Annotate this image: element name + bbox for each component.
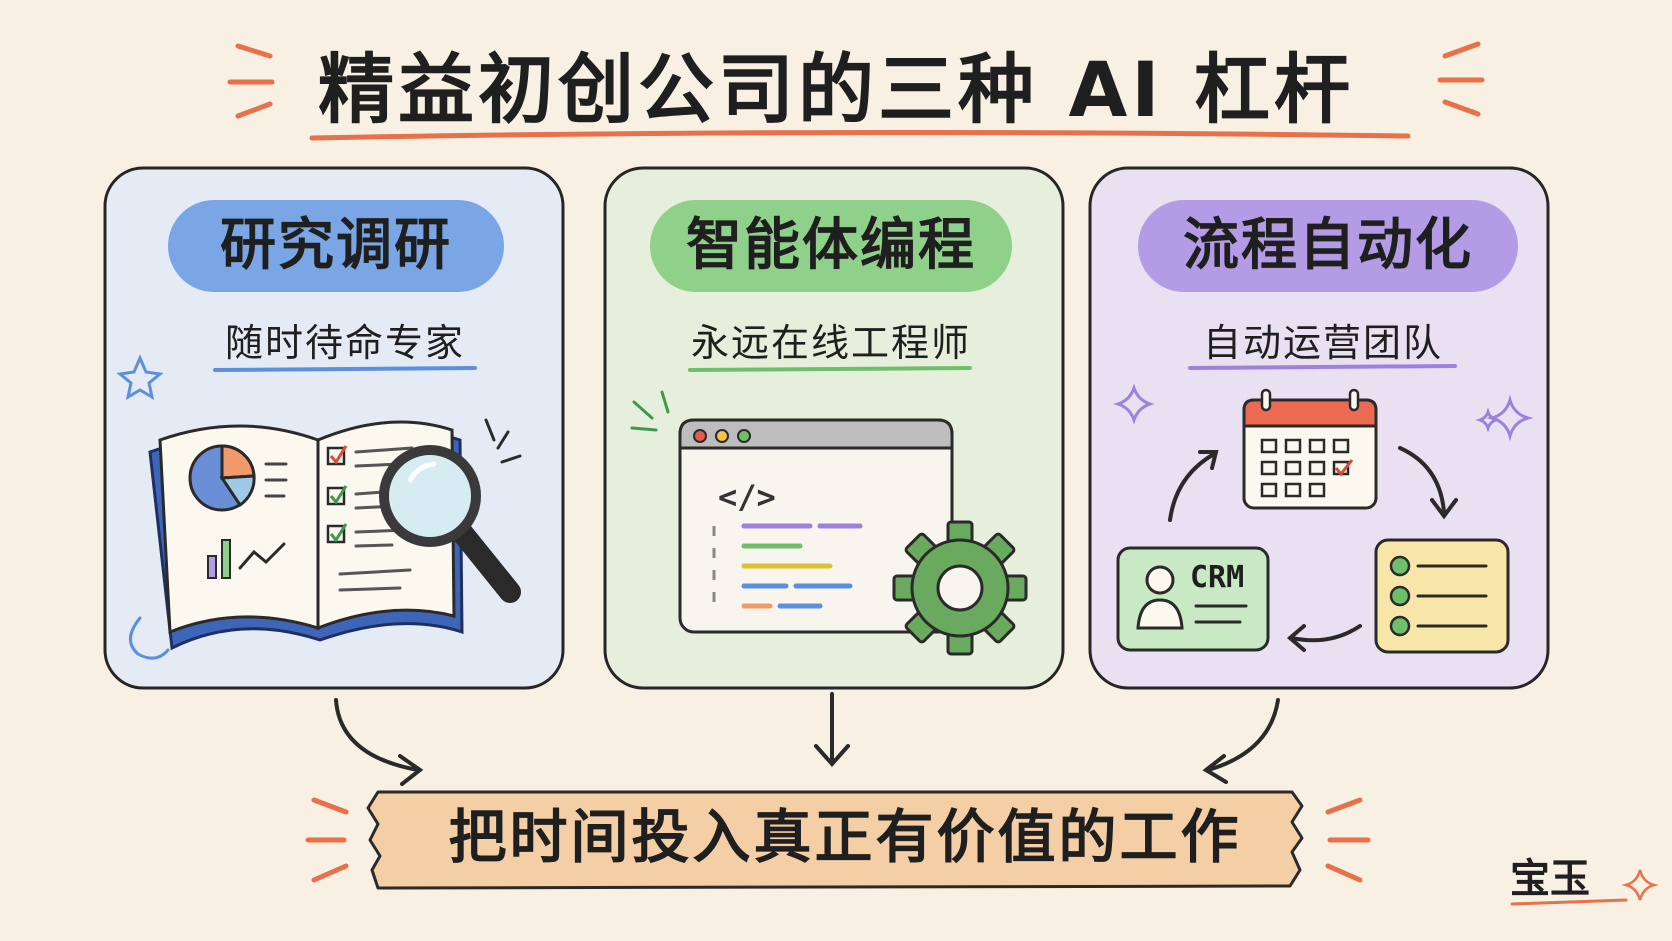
- sparkle-right-icon: [1475, 394, 1534, 442]
- panel-research-subtitle: 随时待命专家: [224, 321, 465, 365]
- pill-automation: [1138, 200, 1518, 292]
- crm-card-icon: [1116, 546, 1270, 652]
- title-spark-left: [227, 43, 275, 119]
- pill-research: [168, 200, 504, 292]
- panel-research-title: 研究调研: [220, 213, 452, 278]
- subtitle-underline-coding: [688, 366, 972, 372]
- checklist-card-icon: [1374, 538, 1510, 654]
- crm-card-label: CRM: [1190, 560, 1245, 595]
- code-window: [630, 390, 954, 634]
- panel-automation-subtitle: 自动运营团队: [1202, 321, 1443, 365]
- signature: 宝玉: [1510, 856, 1590, 902]
- flow-arrows: [334, 692, 1280, 786]
- panel-coding-subtitle: 永远在线工程师: [690, 321, 971, 365]
- cycle-arrows: [1168, 446, 1458, 652]
- title-spark-right: [1437, 41, 1485, 117]
- sparkle-left-icon: [1113, 383, 1155, 425]
- gear-icon: [892, 520, 1028, 656]
- banner-spark-left: [305, 797, 349, 883]
- banner-spark-right: [1325, 797, 1371, 883]
- arrow-from-research: [334, 698, 420, 772]
- arrow-from-automation: [1206, 698, 1280, 772]
- bottom-banner: [366, 790, 1304, 890]
- subtitle-underline-automation: [1188, 364, 1457, 370]
- sparkle-signature-icon: [1621, 869, 1659, 901]
- bottom-banner-text: 把时间投入真正有价值的工作: [448, 803, 1242, 871]
- subtitle-underline-research: [213, 366, 477, 372]
- panel-automation-title: 流程自动化: [1183, 213, 1473, 278]
- swirl-icon: [129, 616, 170, 660]
- signature-underline: [1510, 898, 1628, 906]
- pill-coding: [650, 200, 1012, 292]
- star-icon: [116, 354, 164, 401]
- panel-coding-title: 智能体编程: [686, 213, 976, 278]
- title-underline: [309, 129, 1411, 141]
- code-tag-label: </>: [718, 478, 776, 516]
- calendar-icon: [1242, 388, 1378, 510]
- page-title: 精益初创公司的三种 AI 杠杆: [317, 45, 1354, 134]
- magnifier-icon: [379, 418, 522, 603]
